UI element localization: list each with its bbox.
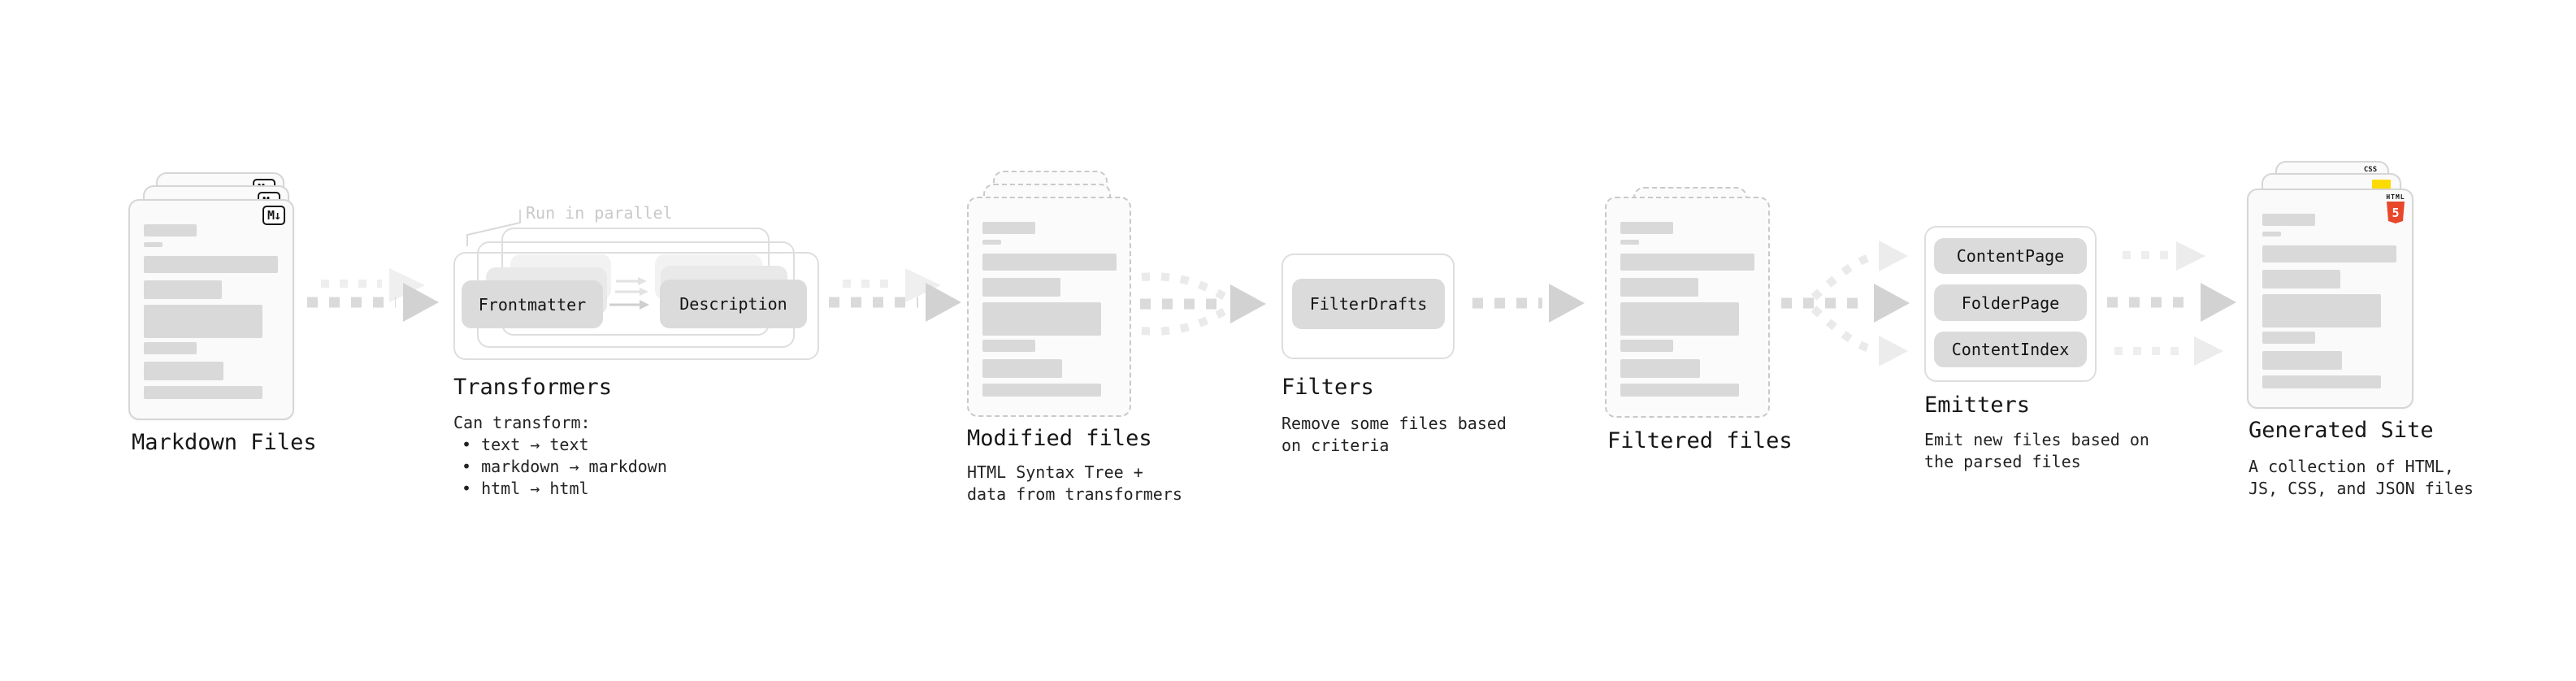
generated-site-description: A collection of HTML, JS, CSS, and JSON … (2249, 456, 2474, 500)
doc-line (1620, 302, 1739, 336)
description-line: data from transformers (967, 484, 1182, 504)
filters-group (1281, 254, 1455, 359)
transformers-description: Can transform: • text → text • markdown … (453, 412, 667, 500)
markdown-file-card-front: M↓ (128, 199, 294, 420)
document-text-placeholder (1607, 198, 1768, 416)
arrow-markdown-to-transformers (307, 268, 439, 322)
transformers-group-front (453, 252, 819, 360)
document-text-placeholder (2249, 190, 2412, 407)
css-icon-label: CSS (2363, 166, 2378, 174)
doc-line (144, 342, 197, 354)
transformer-box-frontmatter: Frontmatter (462, 280, 603, 328)
js-icon (2372, 180, 2391, 190)
doc-line (144, 224, 197, 236)
filters-description: Remove some files based on criteria (1281, 413, 1507, 457)
stage-label-filtered-files: Filtered files (1607, 428, 1793, 453)
doc-line (2262, 232, 2281, 236)
description-line: A collection of HTML, (2249, 457, 2454, 476)
arrow-modified-to-filters (1140, 272, 1266, 336)
doc-line (1620, 222, 1673, 234)
filtered-file-card-front (1605, 197, 1770, 418)
doc-line (982, 340, 1035, 352)
doc-line (982, 384, 1101, 397)
transformer-box-description: Description (660, 280, 807, 328)
doc-line (1620, 278, 1698, 297)
stage-label-modified-files: Modified files (967, 426, 1152, 451)
description-line: on criteria (1281, 436, 1390, 455)
doc-line (982, 359, 1062, 378)
emitter-box-contentindex: ContentIndex (1934, 332, 2087, 367)
arrow-filters-to-filtered (1472, 284, 1585, 323)
emitters-group (1924, 226, 2097, 382)
doc-line (144, 242, 163, 247)
arrow-filtered-to-emitters (1781, 241, 1910, 367)
run-in-parallel-annotation: Run in parallel (526, 203, 673, 223)
doc-line (982, 240, 1001, 245)
transform-bullet: • text → text (462, 435, 589, 454)
arrow-transformers-to-modified (829, 268, 961, 322)
transform-bullet: • html → html (462, 479, 589, 498)
html5-icon: HTML 5 (2385, 194, 2406, 223)
document-text-placeholder (969, 198, 1130, 415)
html5-icon-label: HTML (2386, 193, 2405, 201)
description-line: the parsed files (1924, 452, 2081, 471)
doc-line (982, 302, 1101, 336)
doc-line (982, 222, 1035, 234)
transform-bullet: • markdown → markdown (462, 457, 667, 476)
doc-line (2262, 245, 2396, 262)
doc-line (1620, 340, 1673, 352)
doc-line (2262, 214, 2315, 226)
doc-line (2262, 332, 2315, 344)
stage-label-emitters: Emitters (1924, 393, 2031, 418)
doc-line (2262, 375, 2381, 388)
modified-files-description: HTML Syntax Tree + data from transformer… (967, 462, 1182, 505)
doc-line (1620, 240, 1639, 245)
document-text-placeholder (130, 201, 293, 419)
doc-line (144, 305, 262, 338)
doc-line (982, 254, 1117, 271)
doc-line (144, 280, 222, 299)
stage-label-transformers: Transformers (453, 375, 613, 400)
description-line: Remove some files based (1281, 414, 1507, 433)
stage-label-filters: Filters (1281, 375, 1374, 400)
description-line: JS, CSS, and JSON files (2249, 479, 2474, 498)
modified-file-card-front (967, 197, 1131, 417)
svg-text:5: 5 (2392, 206, 2399, 220)
doc-line (2262, 294, 2381, 327)
filter-box-filterdrafts: FilterDrafts (1292, 279, 1445, 329)
doc-line (2262, 270, 2340, 288)
doc-line (2262, 351, 2342, 370)
emitter-box-contentpage: ContentPage (1934, 238, 2087, 274)
doc-line (982, 278, 1060, 297)
doc-line (144, 386, 262, 399)
arrows-emitters-to-site (2107, 241, 2236, 366)
html5-shield: 5 (2387, 202, 2405, 223)
site-file-card-html: HTML 5 (2247, 189, 2413, 409)
doc-line (144, 256, 278, 273)
description-line: Emit new files based on (1924, 430, 2149, 449)
doc-line (144, 362, 223, 380)
doc-line (1620, 359, 1700, 378)
markdown-icon: M↓ (262, 206, 285, 225)
doc-line (1620, 384, 1739, 397)
stage-label-markdown-files: Markdown Files (132, 430, 317, 455)
description-line: HTML Syntax Tree + (967, 462, 1143, 482)
can-transform-title: Can transform: (453, 413, 591, 432)
stage-label-generated-site: Generated Site (2249, 418, 2434, 443)
emitters-description: Emit new files based on the parsed files (1924, 429, 2149, 473)
emitter-box-folderpage: FolderPage (1934, 284, 2087, 321)
doc-line (1620, 254, 1754, 271)
